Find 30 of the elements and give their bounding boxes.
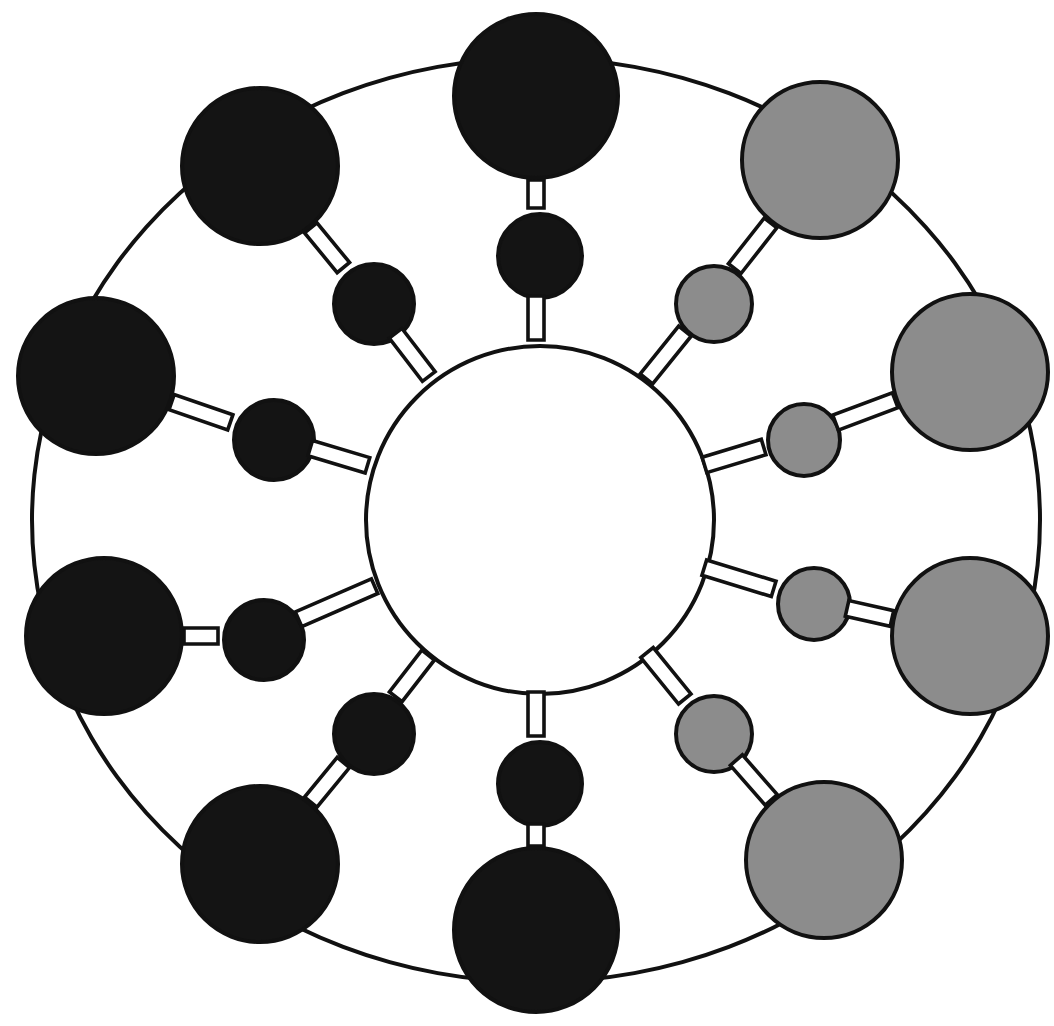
small-circle xyxy=(776,566,852,642)
double-line-connector xyxy=(386,647,437,705)
small-circle xyxy=(332,262,416,346)
double-line-connector xyxy=(637,323,694,387)
small-circle xyxy=(496,740,584,828)
double-line-connector xyxy=(526,178,546,210)
double-line-connector xyxy=(526,690,546,738)
double-line-connector xyxy=(830,390,901,433)
double-line-connector xyxy=(699,437,769,475)
double-line-connector xyxy=(727,752,780,808)
double-line-connector xyxy=(638,644,694,707)
double-line-connector xyxy=(302,754,353,810)
small-circle xyxy=(674,264,754,344)
double-line-connector xyxy=(725,215,780,276)
double-line-connector xyxy=(305,438,372,476)
double-line-connector xyxy=(699,557,779,599)
small-circle xyxy=(766,402,842,478)
small-circle xyxy=(332,692,416,776)
small-circle xyxy=(222,598,306,682)
double-line-connector xyxy=(182,626,220,646)
double-line-connector xyxy=(302,220,353,276)
double-line-connector xyxy=(386,325,438,384)
small-circle xyxy=(232,398,316,482)
small-circle xyxy=(674,694,754,774)
double-line-connector xyxy=(526,822,546,848)
small-circle xyxy=(496,212,584,300)
double-line-connector xyxy=(526,294,546,342)
double-line-connector xyxy=(843,598,896,629)
double-line-connector xyxy=(292,576,381,629)
double-line-connector xyxy=(166,392,236,433)
